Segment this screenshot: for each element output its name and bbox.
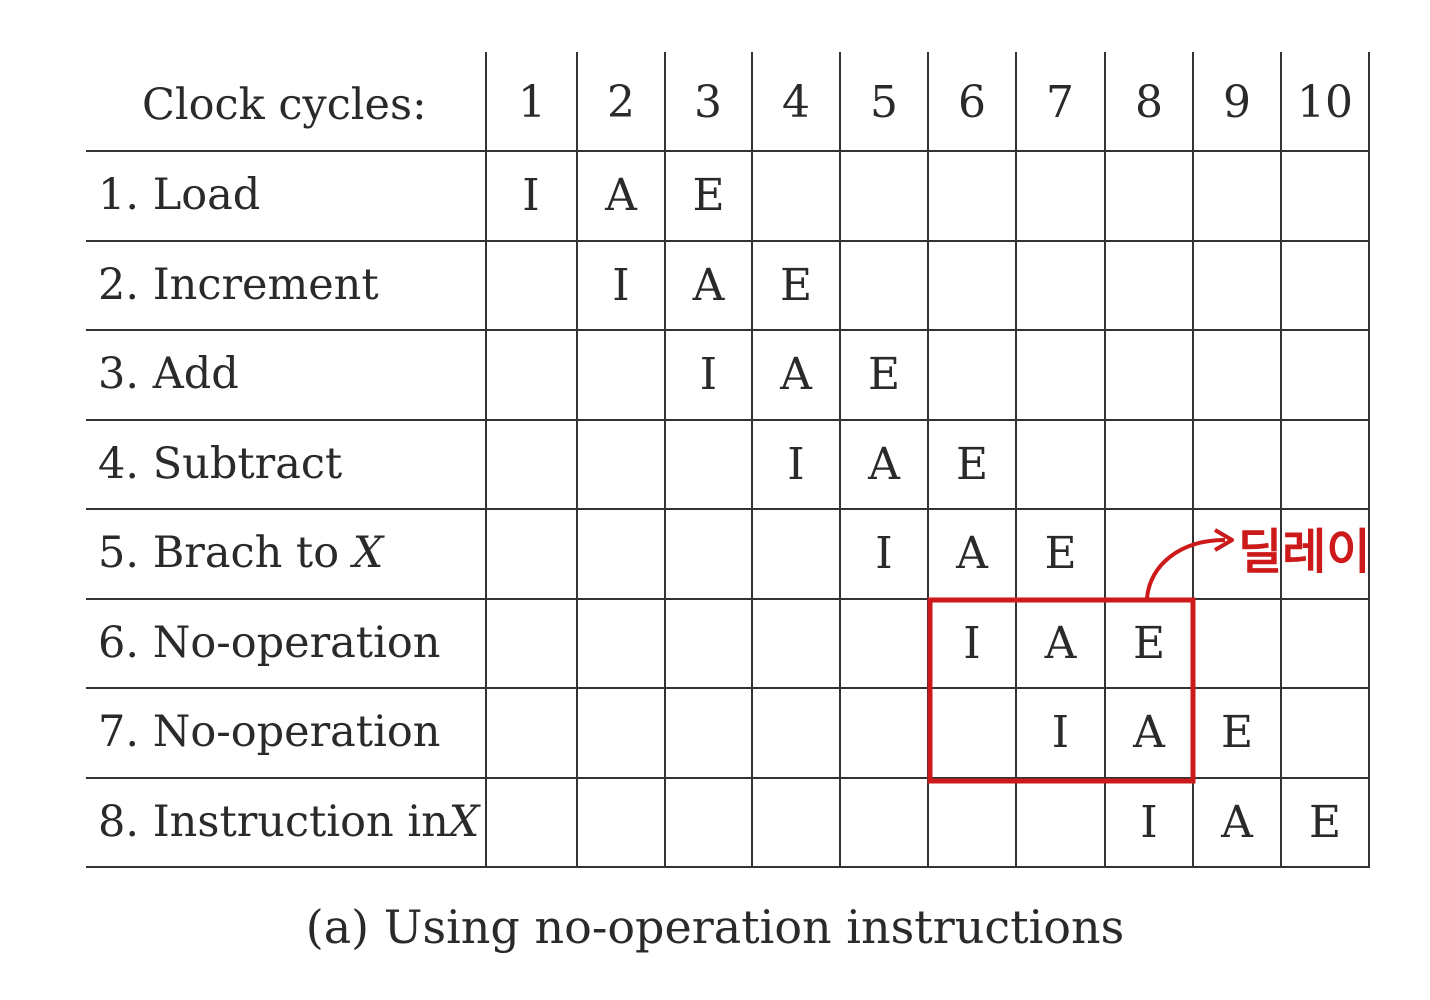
cycle-header: 10 bbox=[1297, 77, 1353, 128]
stage-cell: A bbox=[1221, 796, 1253, 848]
header-label: Clock cycles: bbox=[142, 80, 427, 130]
stage-cell: I bbox=[699, 349, 718, 400]
stage-cell: E bbox=[955, 438, 989, 490]
stage-cell: A bbox=[692, 259, 725, 311]
stage-cell: E bbox=[867, 349, 901, 400]
cycle-header: 7 bbox=[1046, 77, 1074, 128]
figure-caption: (a) Using no-operation instructions bbox=[305, 900, 1125, 954]
row-label-instruction-x: 8. Instruction inX bbox=[98, 797, 480, 847]
stage-cell: A bbox=[1133, 707, 1165, 758]
stage-cell: I bbox=[787, 438, 805, 490]
stage-cell: A bbox=[780, 349, 812, 400]
variable-x: X bbox=[448, 797, 480, 847]
arrow-head bbox=[1213, 528, 1234, 552]
stage-cell: A bbox=[868, 438, 900, 490]
cycle-header: 6 bbox=[958, 77, 986, 128]
row-label-branch: 5. Brach to X bbox=[98, 528, 384, 578]
stage-cell: E bbox=[692, 170, 725, 221]
stage-cell: I bbox=[522, 170, 540, 221]
curved-arrow bbox=[1145, 538, 1226, 599]
delay-label: 딜레이 bbox=[1238, 524, 1370, 580]
cycle-header: 2 bbox=[607, 77, 635, 128]
stage-cell: A bbox=[1044, 617, 1077, 669]
stage-cell: I bbox=[875, 528, 893, 579]
cycle-header: 4 bbox=[782, 77, 810, 128]
stage-cell: A bbox=[956, 528, 988, 579]
row-label-subtract: 4. Subtract bbox=[98, 439, 343, 489]
row-label-noop-2: 7. No-operation bbox=[98, 707, 441, 757]
cycle-header: 5 bbox=[870, 77, 898, 128]
cycle-header: 1 bbox=[518, 77, 546, 128]
row-label-noop-1: 6. No-operation bbox=[98, 618, 441, 668]
stage-cell: E bbox=[1220, 707, 1254, 758]
stage-cell: E bbox=[1044, 528, 1077, 579]
stage-cell: E bbox=[1308, 796, 1342, 848]
row-label-load: 1. Load bbox=[98, 170, 261, 220]
stage-cell: I bbox=[963, 617, 981, 669]
variable-x: X bbox=[352, 528, 384, 578]
cycle-header: 3 bbox=[694, 77, 722, 128]
row-label-add: 3. Add bbox=[98, 349, 239, 399]
stage-cell: E bbox=[1132, 617, 1166, 669]
stage-cell: I bbox=[1140, 796, 1158, 848]
stage-cell: A bbox=[605, 170, 637, 221]
stage-cell: E bbox=[779, 259, 813, 311]
cycle-header: 8 bbox=[1135, 77, 1163, 128]
stage-cell: I bbox=[1051, 707, 1070, 758]
cycle-header: 9 bbox=[1223, 77, 1251, 128]
stage-cell: I bbox=[612, 259, 630, 311]
delay-highlight-box bbox=[927, 597, 1196, 784]
row-label-increment: 2. Increment bbox=[98, 260, 379, 310]
